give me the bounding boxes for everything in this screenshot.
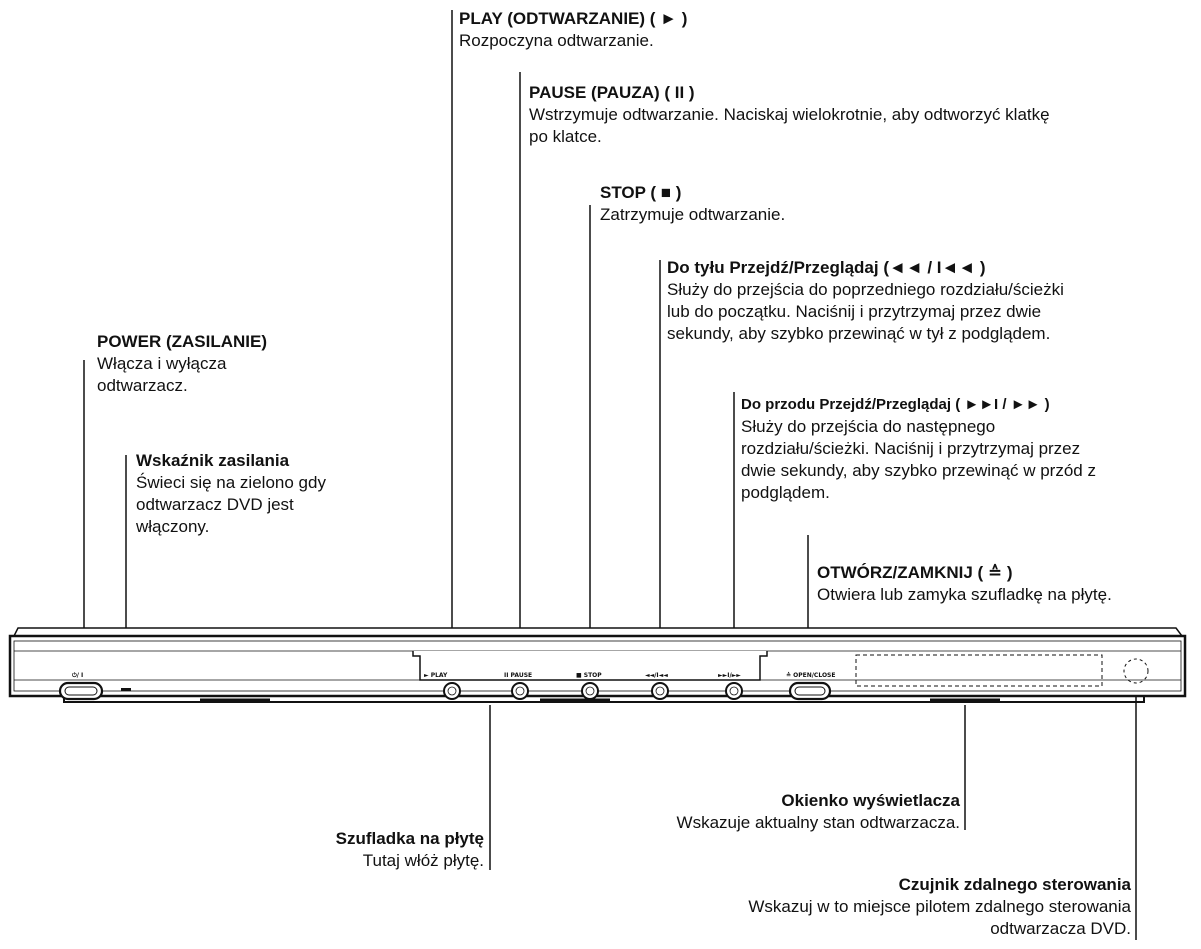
skip-back-title: Do tyłu Przejdź/Przeglądaj (◄◄ / I◄◄ ) xyxy=(667,258,986,277)
panel-label-play: ► PLAY xyxy=(424,672,448,679)
disc-tray-desc-line: Tutaj włóż płytę. xyxy=(362,851,484,870)
skip-forward-title: Do przodu Przejdź/Przeglądaj ( ►►I / ►► … xyxy=(741,396,1050,413)
skip-back-callout: Do tyłu Przejdź/Przeglądaj (◄◄ / I◄◄ ) S… xyxy=(667,257,1064,345)
panel-label-pause: II PAUSE xyxy=(504,672,532,679)
pause-button[interactable] xyxy=(511,682,529,700)
power-indicator-led xyxy=(121,688,131,691)
display-window-desc-line: Wskazuje aktualny stan odtwarzacza. xyxy=(676,813,960,832)
remote-sensor-callout: Czujnik zdalnego sterowania Wskazuj w to… xyxy=(748,874,1131,940)
open-close-desc-line: Otwiera lub zamyka szufladkę na płytę. xyxy=(817,585,1112,604)
display-window-callout: Okienko wyświetlacza Wskazuje aktualny s… xyxy=(677,790,960,834)
panel-label-fwd: ►►I/►► xyxy=(718,672,741,679)
panel-label-power: ⏻/ I xyxy=(72,672,83,679)
stop-callout: STOP ( ■ ) Zatrzymuje odtwarzanie. xyxy=(600,182,785,226)
skip-back-desc-line: sekundy, aby szybko przewinąć w tył z po… xyxy=(667,324,1051,343)
remote-sensor xyxy=(1123,658,1149,684)
power-callout: POWER (ZASILANIE) Włącza i wyłącza odtwa… xyxy=(97,331,267,397)
power-indicator-callout: Wskaźnik zasilania Świeci się na zielono… xyxy=(136,450,326,538)
panel-label-rev: ◄◄/I◄◄ xyxy=(645,672,668,679)
skip-forward-button[interactable] xyxy=(725,682,743,700)
skip-back-desc-line: lub do początku. Naciśnij i przytrzymaj … xyxy=(667,302,1042,321)
power-indicator-desc-line: Świeci się na zielono gdy xyxy=(136,473,326,492)
leader-lines xyxy=(83,10,1137,940)
power-desc-line: Włącza i wyłącza xyxy=(97,354,227,373)
stop-desc-line: Zatrzymuje odtwarzanie. xyxy=(600,205,786,224)
skip-forward-desc-line: Służy do przejścia do następnego xyxy=(741,417,996,436)
skip-forward-desc-line: podglądem. xyxy=(741,483,830,502)
skip-forward-callout: Do przodu Przejdź/Przeglądaj ( ►►I / ►► … xyxy=(741,394,1096,504)
panel-label-open-close: ≙ OPEN/CLOSE xyxy=(786,671,835,679)
skip-forward-desc-line: dwie sekundy, aby szybko przewinąć w prz… xyxy=(741,461,1096,480)
open-close-title: OTWÓRZ/ZAMKNIJ ( ≙ ) xyxy=(817,563,1013,582)
power-desc-line: odtwarzacz. xyxy=(97,376,188,395)
power-button[interactable] xyxy=(58,681,104,701)
disc-tray-title: Szufladka na płytę xyxy=(335,829,484,848)
pause-title: PAUSE (PAUZA) ( II ) xyxy=(529,83,695,102)
panel-label-stop: ■ STOP xyxy=(576,672,602,679)
open-close-callout: OTWÓRZ/ZAMKNIJ ( ≙ ) Otwiera lub zamyka … xyxy=(817,562,1112,606)
play-desc-line: Rozpoczyna odtwarzanie. xyxy=(459,31,654,50)
stop-title: STOP ( ■ ) xyxy=(600,183,682,202)
pause-callout: PAUSE (PAUZA) ( II ) Wstrzymuje odtwarza… xyxy=(529,82,1050,148)
power-indicator-desc-line: odtwarzacz DVD jest xyxy=(136,495,294,514)
power-indicator-desc-line: włączony. xyxy=(136,517,210,536)
skip-forward-desc-line: rozdziału/ścieżki. Naciśnij i przytrzyma… xyxy=(741,439,1081,458)
disc-tray[interactable] xyxy=(412,651,768,681)
play-button[interactable] xyxy=(443,682,461,700)
open-close-button[interactable] xyxy=(788,681,832,701)
power-title: POWER (ZASILANIE) xyxy=(97,332,267,351)
pause-desc-line: po klatce. xyxy=(529,127,602,146)
remote-sensor-desc-line: Wskazuj w to miejsce pilotem zdalnego st… xyxy=(748,897,1131,916)
power-indicator-title: Wskaźnik zasilania xyxy=(136,451,290,470)
stop-button[interactable] xyxy=(581,682,599,700)
remote-sensor-desc-line: odtwarzacza DVD. xyxy=(990,919,1131,938)
player-body xyxy=(8,627,1187,703)
play-callout: PLAY (ODTWARZANIE) ( ► ) Rozpoczyna odtw… xyxy=(459,8,687,52)
play-title: PLAY (ODTWARZANIE) ( ► ) xyxy=(459,9,688,28)
skip-back-desc-line: Służy do przejścia do poprzedniego rozdz… xyxy=(667,280,1064,299)
display-window-title: Okienko wyświetlacza xyxy=(781,791,960,810)
pause-desc-line: Wstrzymuje odtwarzanie. Naciskaj wielokr… xyxy=(529,105,1050,124)
disc-tray-callout: Szufladka na płytę Tutaj włóż płytę. xyxy=(336,828,484,872)
display-window xyxy=(855,654,1103,687)
skip-back-button[interactable] xyxy=(651,682,669,700)
remote-sensor-title: Czujnik zdalnego sterowania xyxy=(898,875,1131,894)
